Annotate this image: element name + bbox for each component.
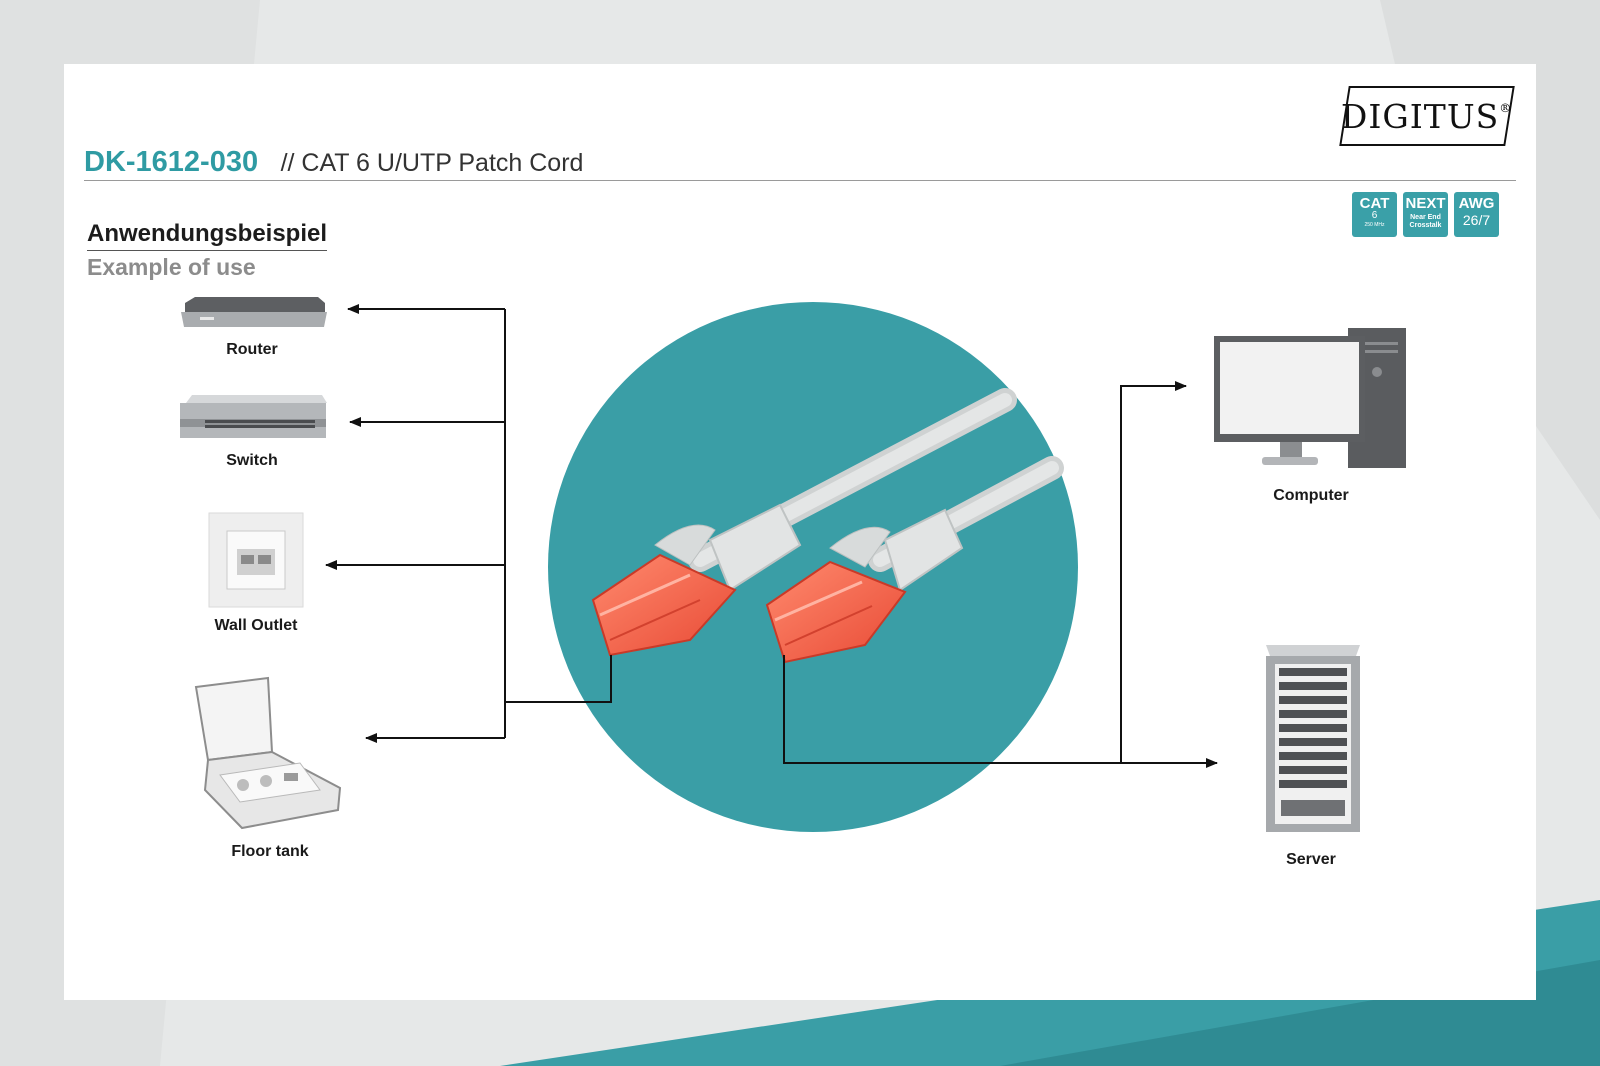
- badge-cat-frequency: 250 MHz: [1364, 222, 1385, 228]
- badge-next-label: NEXT: [1405, 195, 1446, 212]
- left-connection-lines: [325, 304, 612, 743]
- badge-next-line3: Crosstalk: [1409, 222, 1442, 229]
- wall-outlet-icon: [208, 512, 304, 608]
- badge-cat-label: CAT: [1359, 195, 1390, 212]
- badge-awg-label: AWG: [1458, 195, 1495, 212]
- badge-awg-value: 26/7: [1462, 212, 1491, 228]
- server-label: Server: [1286, 851, 1336, 868]
- rj45-connector-left-icon: [591, 503, 802, 657]
- server-rack-icon: [1266, 645, 1360, 832]
- badge-cat-number: 6: [1371, 210, 1378, 221]
- floor-tank-label: Floor tank: [231, 843, 309, 860]
- product-title: DK-1612-030 // CAT 6 U/UTP Patch Cord: [84, 146, 583, 179]
- rj45-connector-right-icon: [765, 508, 964, 664]
- product-name: // CAT 6 U/UTP Patch Cord: [280, 149, 584, 177]
- section-subtitle: Example of use: [87, 254, 256, 280]
- cat6-badge: CAT 6 250 MHz: [1352, 192, 1397, 237]
- floor-tank-icon: [194, 676, 342, 830]
- desktop-computer-icon: [1214, 328, 1406, 468]
- product-circle: [548, 302, 1078, 832]
- right-connection-lines: [783, 381, 1218, 768]
- router-icon: [181, 297, 327, 327]
- title-divider: [84, 180, 1516, 181]
- awg-badge: AWG 26/7: [1454, 192, 1499, 237]
- wall-outlet-label: Wall Outlet: [214, 617, 298, 634]
- switch-label: Switch: [226, 452, 278, 469]
- computer-label: Computer: [1273, 487, 1349, 504]
- badge-next-line2: Near End: [1410, 214, 1441, 221]
- section-title: Anwendungsbeispiel: [87, 220, 328, 251]
- next-badge: NEXT Near End Crosstalk: [1403, 192, 1448, 237]
- product-code: DK-1612-030: [84, 146, 259, 178]
- router-label: Router: [226, 341, 278, 358]
- network-switch-icon: [180, 395, 327, 438]
